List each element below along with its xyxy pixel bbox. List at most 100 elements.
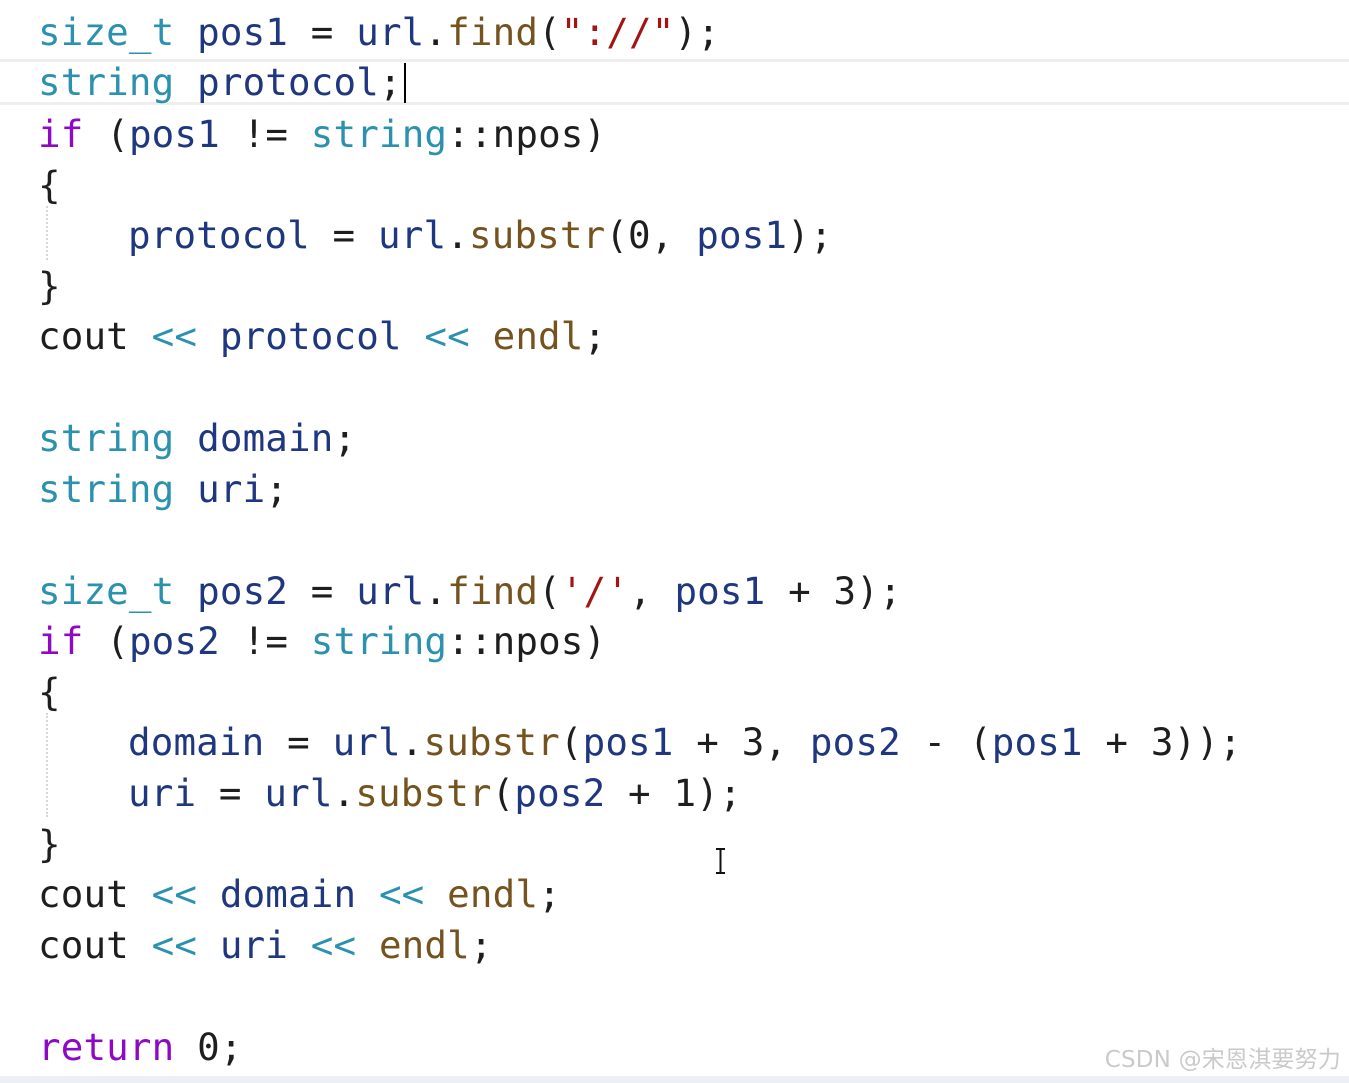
code-line-21[interactable]: return 0;	[38, 1022, 243, 1073]
code-line-18[interactable]: cout << domain << endl;	[38, 869, 561, 920]
identifier-token: cout	[38, 923, 129, 967]
variable-token: pos1	[128, 112, 220, 156]
variable-token: url	[356, 569, 425, 613]
variable-token: protocol	[219, 314, 402, 358]
punctuation-token: ;	[265, 467, 289, 511]
keyword-token: return	[38, 1025, 175, 1069]
identifier-token: cout	[38, 872, 129, 916]
operator-token: <<	[401, 314, 493, 358]
type-token: string	[310, 112, 448, 156]
operator-token: <<	[128, 314, 220, 358]
function-token: substr	[468, 213, 606, 257]
function-token: find	[447, 10, 539, 54]
punctuation-token: + 3,	[673, 720, 810, 764]
code-line-19[interactable]: cout << uri << endl;	[38, 920, 493, 971]
variable-token: pos2	[128, 619, 220, 663]
punctuation-token: ::npos)	[447, 112, 607, 156]
punctuation-token: ;	[333, 416, 357, 460]
code-line-5[interactable]: protocol = url.substr(0, pos1);	[38, 210, 833, 261]
punctuation-token: (	[538, 569, 561, 613]
operator-token: =	[196, 771, 265, 815]
variable-token: pos2	[197, 569, 289, 613]
indent-guide	[46, 713, 48, 817]
code-line-2[interactable]: string protocol;	[38, 57, 402, 108]
code-line-6[interactable]: }	[38, 261, 61, 312]
punctuation-token: .	[424, 10, 448, 54]
punctuation-token: .	[400, 720, 424, 764]
bottom-scroll-bar[interactable]	[0, 1076, 1349, 1083]
variable-token: domain	[197, 416, 334, 460]
function-token: substr	[355, 771, 492, 815]
string-token: '/'	[560, 569, 629, 613]
punctuation-token: .	[424, 569, 448, 613]
variable-token: domain	[219, 872, 357, 916]
indent-guide	[46, 206, 48, 260]
operator-token: <<	[356, 872, 448, 916]
variable-token: domain	[128, 720, 265, 764]
punctuation-token: );	[787, 213, 833, 257]
whitespace-token	[174, 569, 197, 613]
keyword-token: if	[38, 619, 84, 663]
variable-token: url	[332, 720, 401, 764]
punctuation-token: (	[83, 112, 129, 156]
punctuation-token: (	[491, 771, 515, 815]
function-token: endl	[378, 923, 470, 967]
type-token: string	[38, 60, 175, 104]
type-token: string	[38, 416, 175, 460]
current-line-highlight	[0, 59, 1349, 105]
punctuation-token: ::npos)	[447, 619, 607, 663]
code-line-3[interactable]: if (pos1 != string::npos)	[38, 109, 606, 160]
punctuation-token: (	[559, 720, 583, 764]
code-line-15[interactable]: domain = url.substr(pos1 + 3, pos2 - (po…	[38, 717, 1242, 768]
punctuation-token: 0;	[174, 1025, 243, 1069]
operator-token: =	[288, 10, 357, 54]
operator-token: =	[309, 213, 379, 257]
code-line-10[interactable]: string uri;	[38, 464, 288, 515]
punctuation-token: .	[446, 213, 469, 257]
punctuation-token: ;	[469, 923, 493, 967]
punctuation-token: - (	[900, 720, 992, 764]
type-token: string	[38, 467, 175, 511]
variable-token: protocol	[128, 213, 310, 257]
variable-token: pos2	[809, 720, 901, 764]
punctuation-token: + 1);	[605, 771, 742, 815]
code-line-17[interactable]: }	[38, 819, 61, 870]
code-line-16[interactable]: uri = url.substr(pos2 + 1);	[38, 768, 742, 819]
operator-token: <<	[288, 923, 379, 967]
variable-token: uri	[197, 467, 266, 511]
keyword-token: if	[38, 112, 84, 156]
code-line-1[interactable]: size_t pos1 = url.find("://");	[38, 7, 720, 58]
brace-token: }	[38, 264, 61, 308]
function-token: endl	[492, 314, 584, 358]
punctuation-token: .	[332, 771, 356, 815]
variable-token: pos1	[674, 569, 766, 613]
code-line-7[interactable]: cout << protocol << endl;	[38, 311, 606, 362]
punctuation-token: + 3));	[1082, 720, 1242, 764]
variable-token: uri	[219, 923, 289, 967]
variable-token: pos2	[514, 771, 606, 815]
ibeam-cursor-icon	[716, 848, 725, 874]
variable-token: pos1	[991, 720, 1083, 764]
variable-token: url	[356, 10, 425, 54]
operator-token: <<	[128, 923, 220, 967]
code-line-9[interactable]: string domain;	[38, 413, 356, 464]
punctuation-token: ;	[378, 60, 402, 104]
punctuation-token: ,	[628, 569, 675, 613]
brace-token: }	[38, 822, 61, 866]
code-line-13[interactable]: if (pos2 != string::npos)	[38, 616, 606, 667]
punctuation-token: );	[674, 10, 720, 54]
punctuation-token: + 3);	[765, 569, 902, 613]
operator-token: !=	[219, 619, 311, 663]
code-line-4[interactable]: {	[38, 160, 61, 211]
type-token: size_t	[38, 10, 175, 54]
code-line-14[interactable]: {	[38, 667, 61, 718]
function-token: substr	[423, 720, 560, 764]
code-line-12[interactable]: size_t pos2 = url.find('/', pos1 + 3);	[38, 566, 902, 617]
variable-token: url	[378, 213, 447, 257]
whitespace-token	[174, 10, 197, 54]
variable-token: uri	[128, 771, 197, 815]
function-token: find	[447, 569, 539, 613]
variable-token: pos1	[582, 720, 674, 764]
watermark: CSDN @宋恩淇要努力	[1104, 1047, 1341, 1073]
